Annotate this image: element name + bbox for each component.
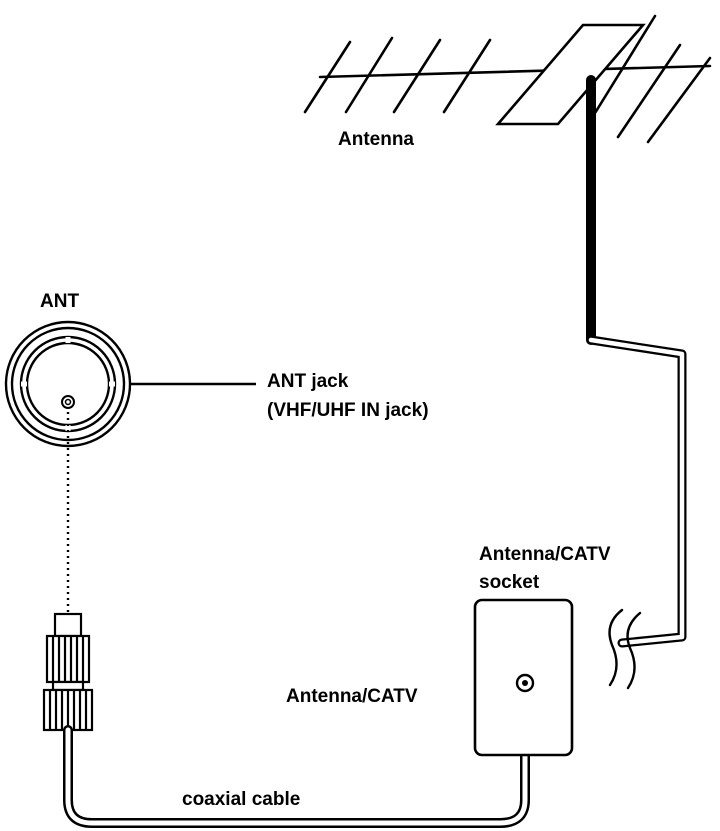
coaxial-cable: [63, 678, 530, 828]
wall-outlet-label: Antenna/CATV: [286, 686, 418, 707]
ant-label: ANT: [40, 291, 80, 312]
ant-jack-icon: [4, 320, 132, 448]
coaxial-cable-label: coaxial cable: [182, 789, 301, 810]
ant-jack-label-line2: (VHF/UHF IN jack): [267, 400, 429, 421]
socket-label-line1: Antenna/CATV: [479, 544, 611, 565]
antenna-icon: [303, 14, 712, 345]
wall-socket-icon: [473, 598, 574, 757]
antenna-label: Antenna: [338, 129, 414, 150]
ant-jack-label-line1: ANT jack: [267, 371, 349, 392]
antenna-cable: [586, 335, 687, 648]
cable-break-icon: [608, 608, 642, 690]
socket-label-line2: socket: [479, 572, 540, 593]
coaxial-plug-icon: [42, 612, 94, 732]
